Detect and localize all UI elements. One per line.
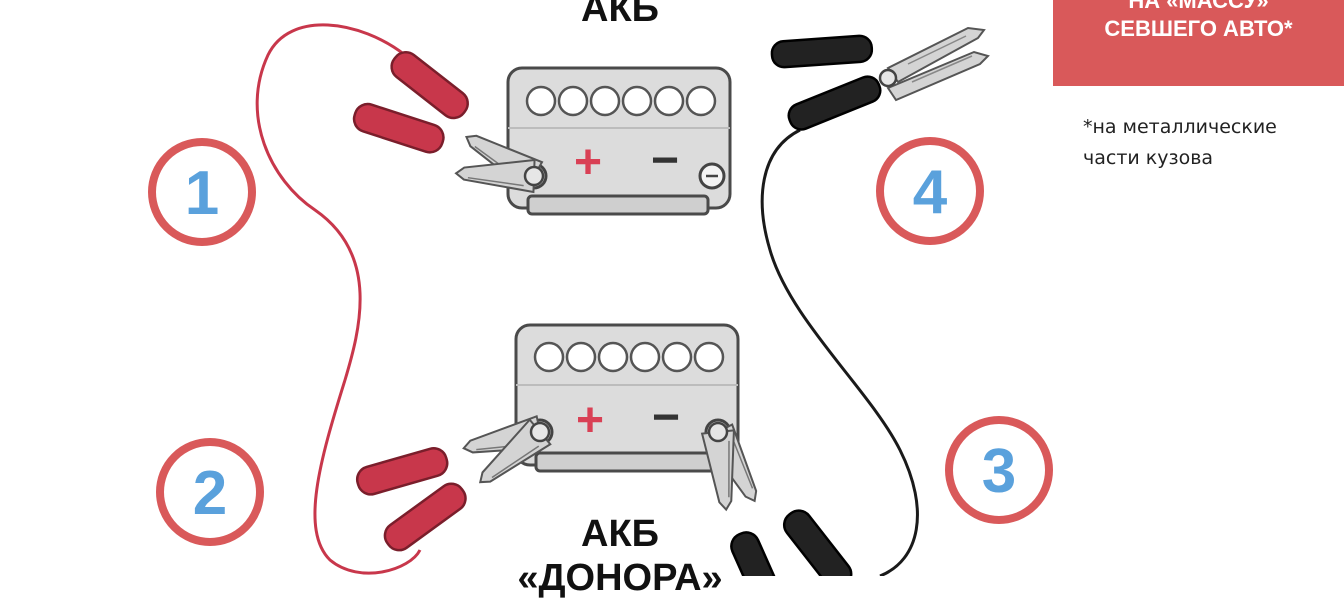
step-marker-1: 1 [148,138,256,246]
black-clamp-ground-handle-upper [770,34,874,69]
callout-line-2: СЕВШЕГО АВТО* [1104,16,1293,41]
red-clamp-donor-handle-upper [355,447,449,496]
step-number-2: 2 [193,459,227,528]
footnote-line-2: части кузова [1083,147,1214,169]
footnote: *на металлические части кузова [1083,112,1277,174]
battery-top-label: АКБ [581,0,659,30]
step-marker-4: 4 [876,137,984,245]
red-clamp-donor-icon [459,415,552,496]
black-cable-icon [760,128,919,576]
red-cable-icon [255,23,422,575]
black-clamp-donor-icon [701,421,770,513]
battery-top-icon [506,66,732,216]
battery-donor-label: АКБ [581,513,659,555]
battery-donor-sublabel: «ДОНОРА» [517,557,723,599]
red-clamp-top-icon [454,122,545,193]
red-clamp-top-handle-lower [352,102,445,154]
black-clamp-donor-handle-right [782,509,853,576]
red-clamp-donor-handle-lower [383,482,467,552]
battery-donor-minus-sign: − [652,391,680,444]
callout-line-1: НА «МАССУ» [1128,0,1269,13]
black-clamp-ground-icon [878,26,990,102]
step-number-3: 3 [982,437,1016,506]
battery-donor-plus-sign: + [576,394,604,447]
red-clamp-top-handle-upper [390,50,469,120]
battery-donor-icon [514,323,740,473]
jump-start-diagram: + − + − 1 [148,23,1053,576]
black-clamp-ground-handle-lower [787,75,882,131]
black-clamp-donor-handle-left [730,531,787,576]
step-number-1: 1 [185,159,219,228]
footnote-line-1: *на металлические [1083,116,1277,138]
battery-top-minus-sign: − [651,134,679,187]
battery-top-plus-sign: + [574,136,602,189]
step-marker-3: 3 [945,416,1053,524]
step-number-4: 4 [913,158,948,227]
ground-callout-box: НА «МАССУ» СЕВШЕГО АВТО* [1053,0,1344,86]
step-marker-2: 2 [156,438,264,546]
